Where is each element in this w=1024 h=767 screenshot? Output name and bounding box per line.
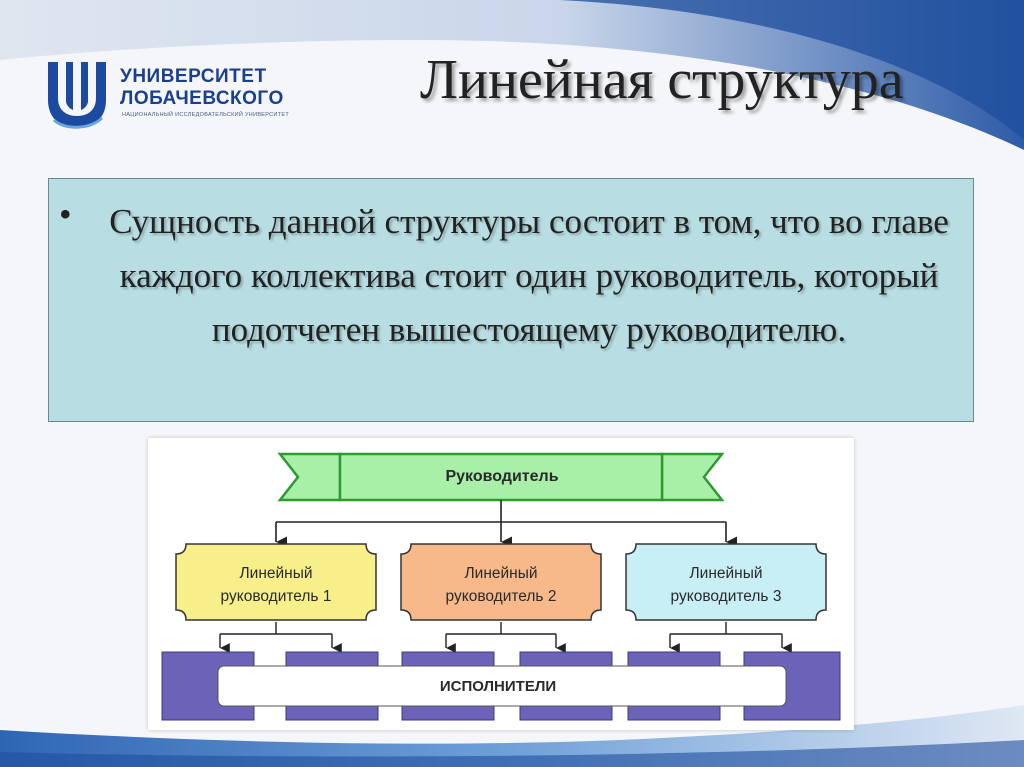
executors-label: ИСПОЛНИТЕЛИ: [439, 678, 557, 695]
manager-3-line-2: руководитель 3: [670, 588, 782, 605]
definition-text: Сущность данной структуры состоит в том,…: [109, 202, 949, 349]
manager-box-3: [625, 543, 827, 621]
head-banner: [277, 452, 725, 502]
executors-bar: [217, 665, 787, 707]
org-structure-diagram: Руководитель Линейный руководитель 1 Лин…: [148, 438, 854, 730]
head-connectors: [275, 500, 738, 548]
head-label: Руководитель: [445, 468, 559, 485]
manager-1-line-1: Линейный: [239, 565, 313, 582]
slide-title: Линейная структура: [420, 49, 904, 111]
manager-3-label: Линейный руководитель 3: [651, 562, 801, 608]
banner-body: [338, 452, 664, 502]
manager-2-line-1: Линейный: [464, 565, 538, 582]
manager-boxes: [175, 543, 827, 621]
logo-line-2: ЛОБАЧЕВСКОГО: [120, 88, 284, 109]
banner-left-tail: [277, 452, 342, 502]
university-logo: УНИВЕРСИТЕТ ЛОБАЧЕВСКОГО НАЦИОНАЛЬНЫЙ ИС…: [44, 58, 314, 138]
logo-line-1: УНИВЕРСИТЕТ: [120, 66, 267, 87]
diagram-graphics: [161, 452, 841, 721]
manager-box-1: [175, 543, 377, 621]
university-emblem-icon: [48, 62, 106, 129]
manager-1-line-2: руководитель 1: [220, 588, 332, 605]
banner-right-tail: [660, 452, 725, 502]
manager-2-line-2: руководитель 2: [445, 588, 557, 605]
logo-line-3: НАЦИОНАЛЬНЫЙ ИССЛЕДОВАТЕЛЬСКИЙ УНИВЕРСИТ…: [122, 112, 289, 118]
manager-3-line-1: Линейный: [689, 565, 763, 582]
manager-2-label: Линейный руководитель 2: [426, 562, 576, 608]
manager-box-2: [400, 543, 602, 621]
bullet-marker: •: [59, 194, 72, 234]
manager-1-label: Линейный руководитель 1: [201, 562, 351, 608]
definition-textbox: • Сущность данной структуры состоит в то…: [48, 178, 974, 422]
manager-connectors: [219, 622, 792, 653]
